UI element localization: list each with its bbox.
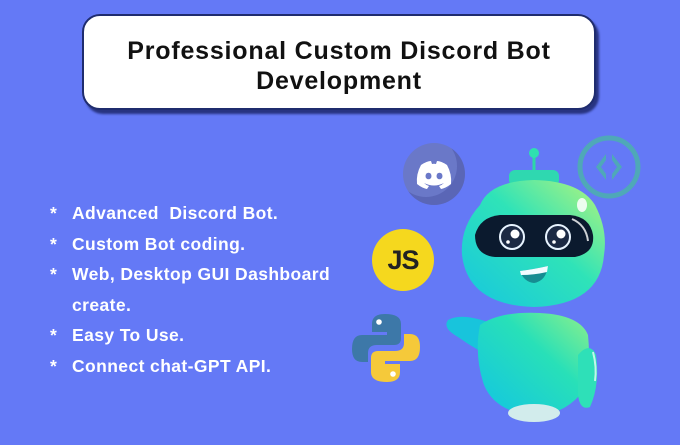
python-logo-icon	[350, 312, 422, 384]
feature-item: * Custom Bot coding.	[50, 229, 330, 260]
feature-text: Web, Desktop GUI Dashboard	[72, 264, 331, 284]
javascript-logo-icon: JS	[372, 229, 434, 291]
title-banner: Professional Custom Discord Bot Developm…	[82, 14, 596, 110]
feature-text: Connect chat-GPT API.	[72, 355, 272, 376]
feature-text: Custom Bot coding.	[72, 233, 246, 254]
bullet-asterisk: *	[50, 233, 58, 254]
discord-logo-icon	[403, 143, 465, 205]
bullet-asterisk: *	[50, 264, 58, 284]
feature-item-continuation: create.	[50, 290, 330, 321]
feature-text: Easy To Use.	[72, 325, 185, 345]
bullet-asterisk: *	[50, 325, 58, 345]
title-line-1: Professional Custom Discord Bot	[127, 37, 551, 65]
code-brackets-icon	[576, 134, 642, 200]
feature-item: * Web, Desktop GUI Dashboard	[50, 259, 330, 290]
title-line-2: Development	[256, 67, 422, 95]
bullet-asterisk: *	[50, 355, 58, 376]
feature-list: * Advanced Discord Bot. * Custom Bot cod…	[50, 198, 330, 381]
robot-mascot-illustration	[440, 145, 670, 430]
feature-text: create.	[72, 294, 132, 315]
feature-item: * Easy To Use.	[50, 320, 330, 351]
feature-text: Advanced Discord Bot.	[72, 203, 279, 223]
feature-item: * Advanced Discord Bot.	[50, 198, 330, 229]
bullet-asterisk: *	[50, 203, 58, 223]
feature-item: * Connect chat-GPT API.	[50, 351, 330, 382]
